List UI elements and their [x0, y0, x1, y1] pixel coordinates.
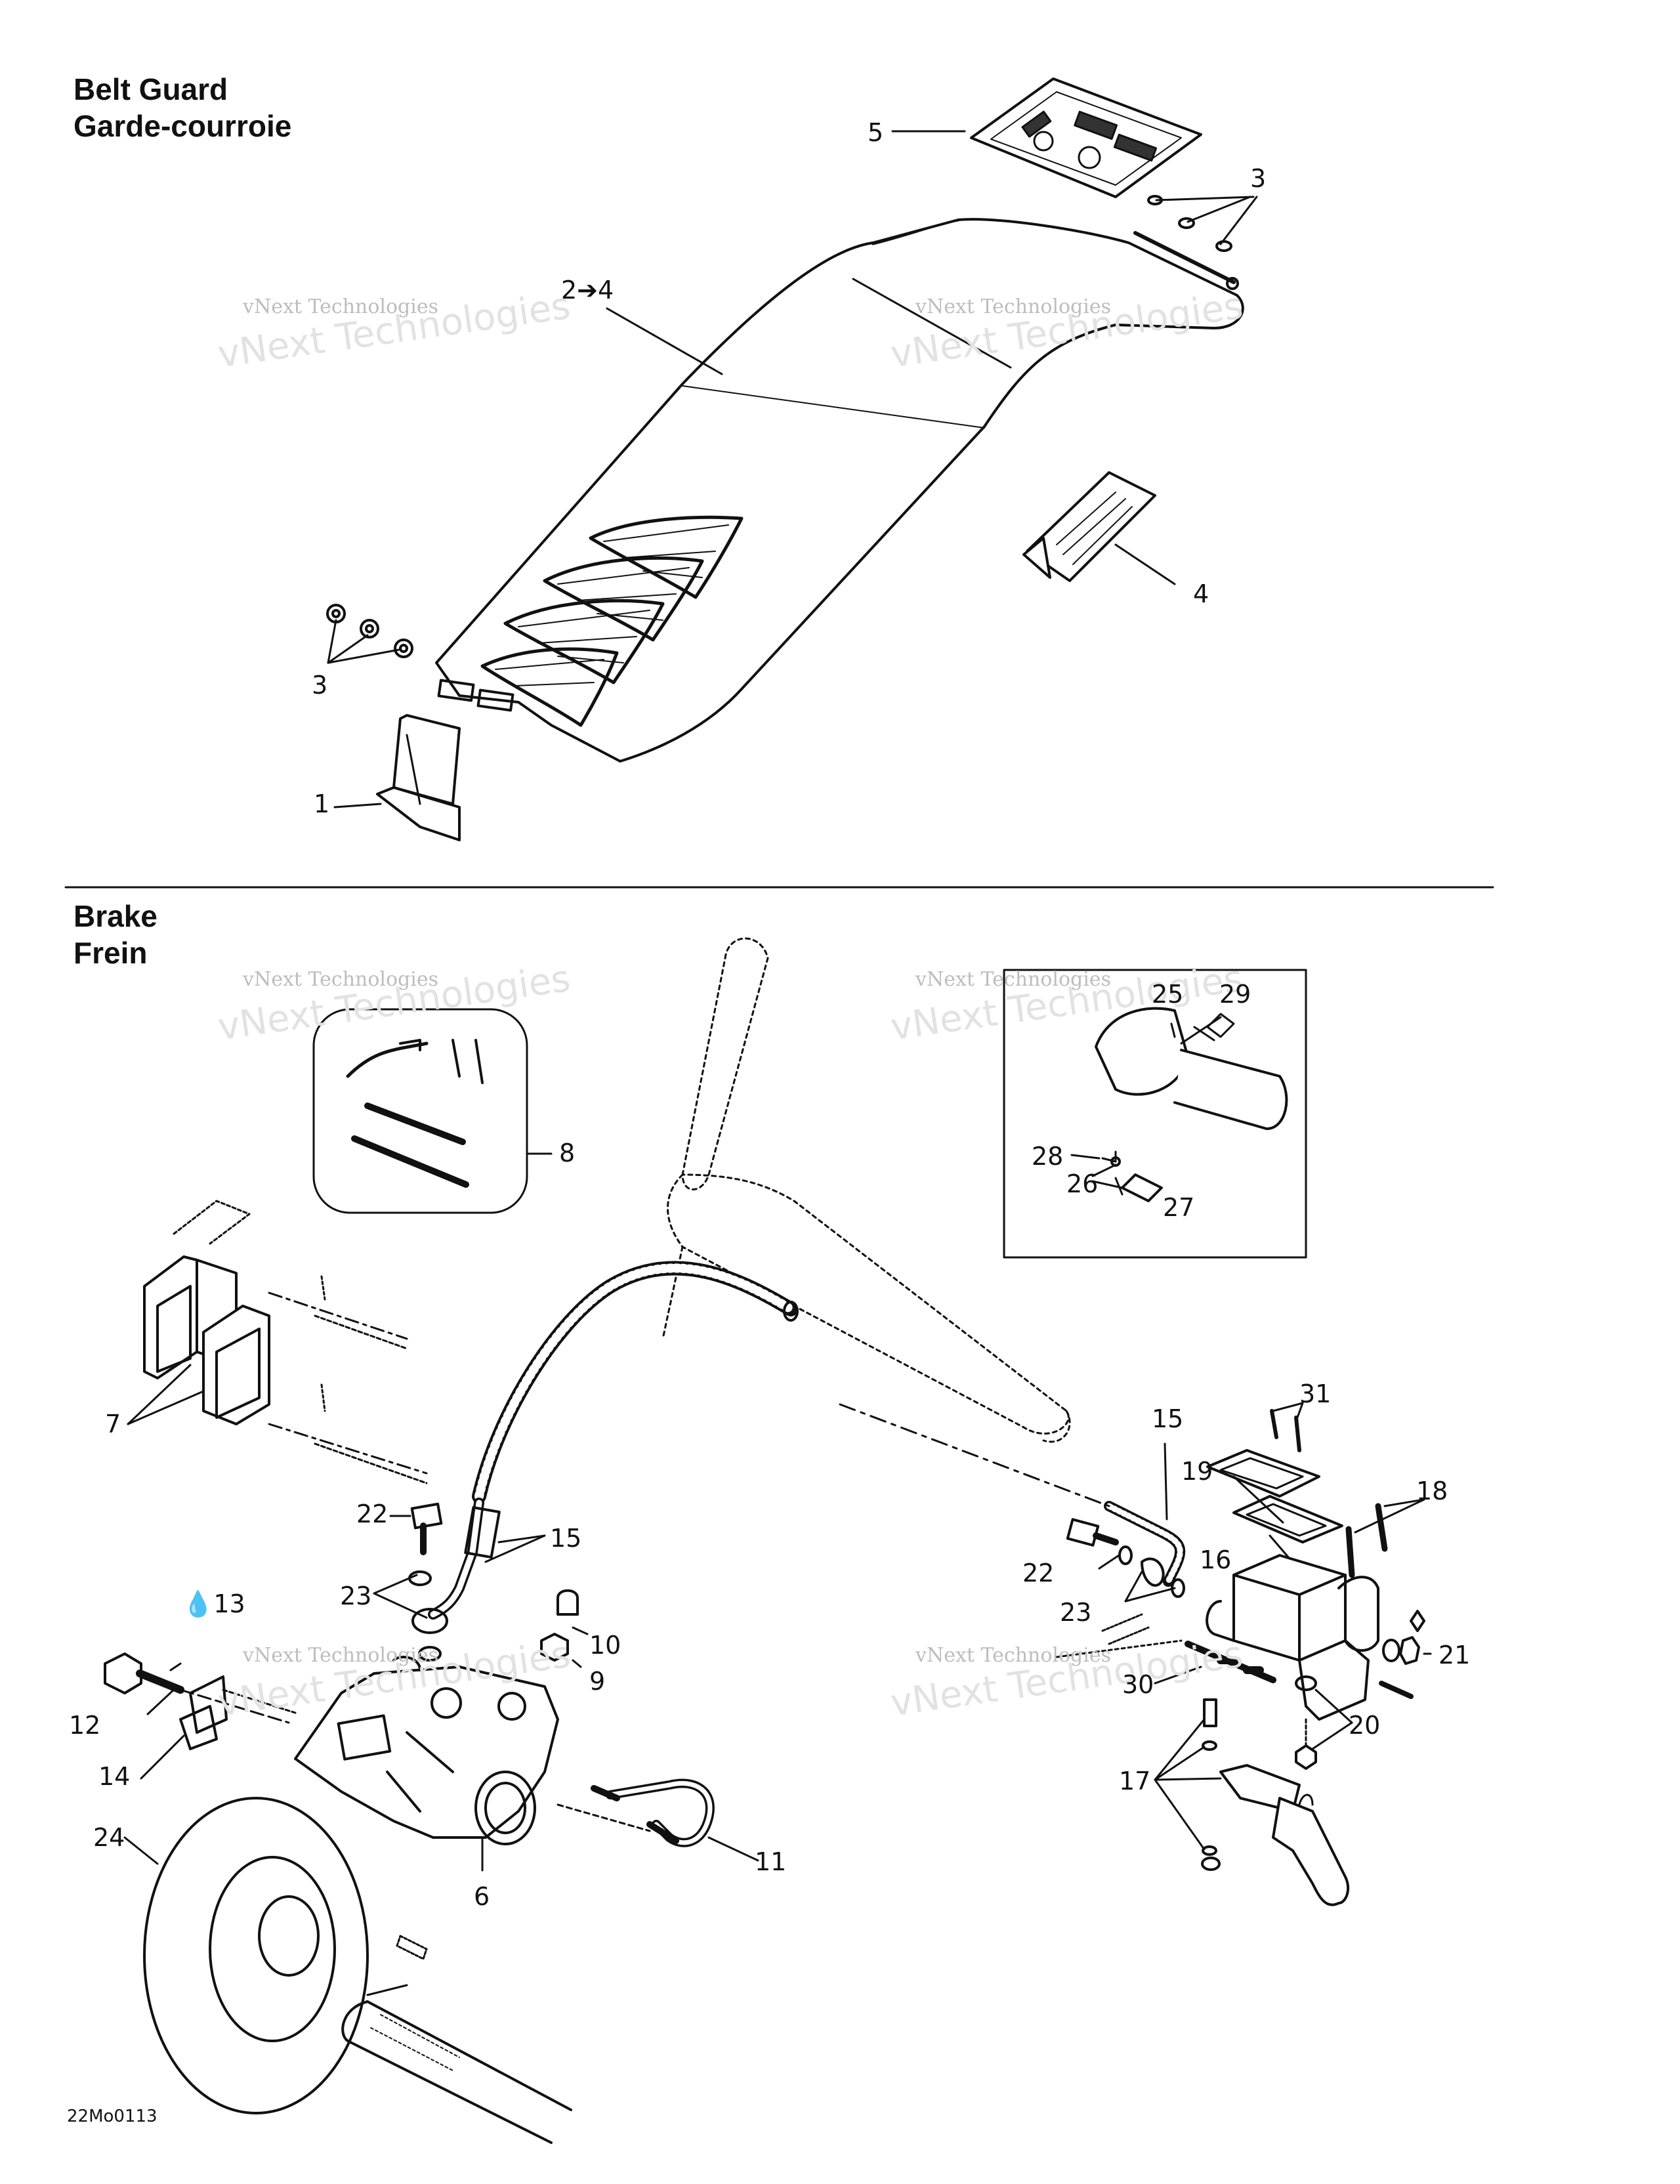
callout-1: 1	[314, 789, 330, 818]
piston-part-30	[1055, 1613, 1276, 1683]
handlebar-dotted	[662, 937, 1071, 1443]
pin-kit-part-8	[312, 1008, 528, 1214]
inset-box-grip-switch	[1003, 969, 1307, 1259]
callout-22-right: 22	[1022, 1559, 1055, 1587]
callout-12: 12	[69, 1711, 101, 1740]
callout-8: 8	[559, 1139, 576, 1167]
bleeder-cap-part-10	[556, 1589, 579, 1616]
brake-lever-part-17	[1201, 1698, 1350, 1906]
title-belt-guard-fr: Garde-courroie	[74, 109, 292, 143]
title-brake-en: Brake	[74, 899, 158, 933]
callout-25: 25	[1152, 980, 1184, 1009]
callout-4: 4	[1193, 579, 1209, 608]
diagram-code: 22Mo0113	[67, 2107, 158, 2126]
bolt-part-12	[104, 1652, 290, 1724]
callout-24: 24	[93, 1823, 125, 1852]
title-brake-fr: Frein	[74, 936, 148, 970]
callout-9: 9	[589, 1667, 606, 1696]
belt-guard-cover-part-2	[435, 218, 1244, 763]
callout-17: 17	[1119, 1767, 1151, 1796]
master-cylinder-part-16	[1206, 1554, 1379, 1721]
decal-part-4	[1022, 471, 1156, 582]
title-belt-guard-en: Belt Guard	[74, 72, 228, 106]
section-title-brake: Brake Frein	[74, 898, 158, 971]
section-title-belt-guard: Belt Guard Garde-courroie	[74, 71, 291, 144]
drive-shaft	[341, 1935, 572, 2144]
callout-28: 28	[1032, 1142, 1064, 1171]
brake-disc-part-24	[143, 1797, 408, 2114]
callout-16: 16	[1200, 1545, 1232, 1574]
callout-30: 30	[1122, 1670, 1154, 1699]
callout-5: 5	[868, 118, 884, 147]
callout-3-bottom: 3	[312, 671, 328, 700]
leader-lines-brake	[123, 1016, 1432, 1872]
brake-caliper-part-6	[294, 1656, 559, 1845]
reservoir-cover-part-19	[1206, 1449, 1320, 1498]
leader-lines-belt-guard	[327, 130, 1258, 808]
callout-13-label: 13	[213, 1589, 245, 1618]
callout-19: 19	[1181, 1457, 1213, 1486]
callout-20: 20	[1349, 1711, 1381, 1740]
callout-7: 7	[105, 1410, 121, 1438]
callout-29: 29	[1219, 980, 1251, 1009]
callout-15-right: 15	[1152, 1404, 1184, 1433]
screw-part-18	[1345, 1503, 1388, 1578]
callout-21: 21	[1438, 1641, 1471, 1670]
decal-part-5	[970, 77, 1202, 198]
callout-13: 💧13	[182, 1589, 245, 1618]
callout-26: 26	[1066, 1169, 1099, 1198]
callout-23-right: 23	[1060, 1598, 1092, 1627]
banjo-bolt-part-22-right	[1066, 1518, 1119, 1547]
callout-10: 10	[589, 1631, 621, 1660]
callout-6: 6	[474, 1882, 490, 1911]
nut-part-3-top	[1147, 195, 1232, 252]
brake-hose-part-15	[428, 1261, 799, 1620]
nut-part-20	[1295, 1718, 1317, 1770]
callout-14: 14	[98, 1762, 131, 1791]
callout-3-top: 3	[1250, 164, 1267, 193]
washer-part-23-right	[1118, 1545, 1185, 1598]
callout-23-left: 23	[340, 1582, 372, 1610]
brake-pad-part-7	[143, 1200, 428, 1484]
callout-31: 31	[1299, 1379, 1332, 1408]
callout-2-to-4: 2➔4	[561, 276, 614, 304]
screw-part-31	[1270, 1409, 1301, 1452]
banjo-bolt-part-22-left	[410, 1502, 443, 1555]
callout-22-left: 22	[356, 1500, 388, 1528]
reservoir-diaphragm	[1232, 1495, 1343, 1544]
brake-hose-fitting-part-15-right	[839, 1403, 1186, 1587]
bleeder-screw-part-9	[540, 1633, 569, 1662]
callout-11: 11	[755, 1847, 787, 1876]
callout-27: 27	[1163, 1193, 1195, 1222]
clip-part-14	[179, 1675, 297, 1750]
bracket-part-1	[376, 714, 461, 841]
fastener-part-21	[1379, 1610, 1425, 1699]
brake-line-part-11	[556, 1778, 715, 1847]
callout-15-left: 15	[550, 1524, 582, 1553]
callout-18: 18	[1416, 1477, 1448, 1505]
